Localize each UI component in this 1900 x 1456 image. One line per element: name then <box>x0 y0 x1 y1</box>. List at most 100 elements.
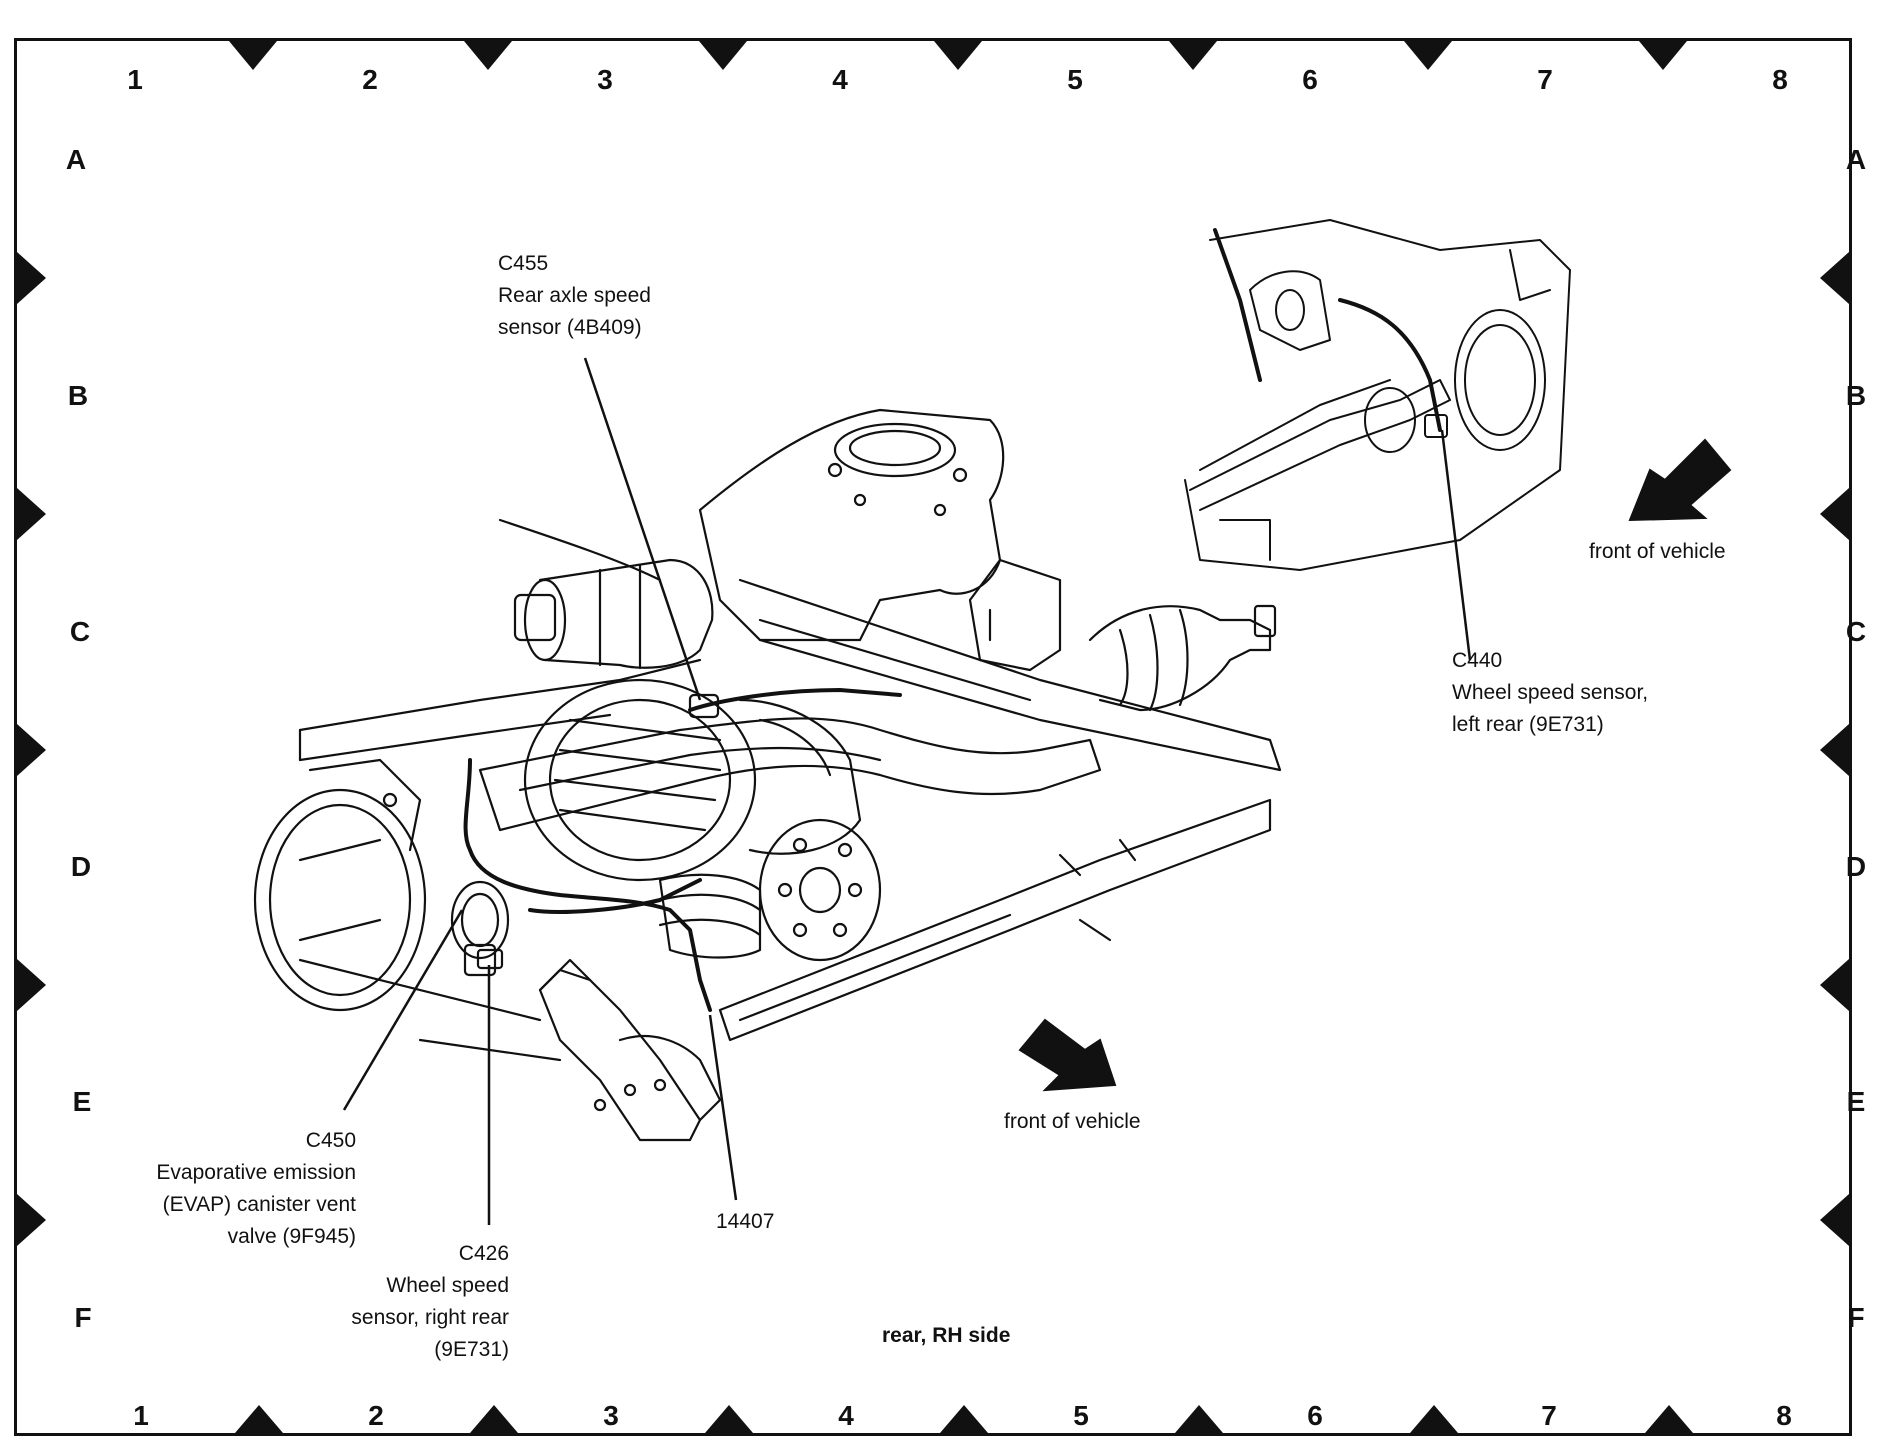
grid-col-top-6: 6 <box>1302 64 1318 95</box>
marker-left-2 <box>17 488 46 540</box>
leader-c440 <box>1440 429 1472 661</box>
rh-brake-backing <box>253 758 427 1012</box>
diagram-caption: rear, RH side <box>882 1324 1011 1347</box>
grid-row-right-a: A <box>1845 144 1867 175</box>
grid-row-right-f: F <box>1847 1302 1865 1333</box>
callout-c440: C440 Wheel speed sensor, left rear (9E73… <box>1452 645 1648 741</box>
grid-row-left-f: F <box>74 1302 92 1333</box>
callout-c450-line2: (EVAP) canister vent <box>162 1193 356 1216</box>
marker-bottom-6 <box>1410 1405 1458 1433</box>
inset-harness <box>1213 228 1442 432</box>
grid-markers <box>17 41 1849 1433</box>
inset-front-of-vehicle-label: front of vehicle <box>1589 540 1726 563</box>
marker-left-3 <box>17 724 46 776</box>
grid-col-top-1: 1 <box>127 64 143 95</box>
callout-c426-id: C426 <box>458 1242 509 1265</box>
grid-col-bottom-1: 1 <box>133 1400 149 1431</box>
front-arrow-inset <box>1628 438 1732 522</box>
grid-col-top-3: 3 <box>597 64 613 95</box>
marker-right-2 <box>1820 488 1849 540</box>
callout-c450: C450 Evaporative emission (EVAP) caniste… <box>156 1125 356 1253</box>
marker-left-1 <box>17 252 46 304</box>
grid-col-bottom-3: 3 <box>603 1400 619 1431</box>
rear-subframe-drawing <box>253 408 1282 1142</box>
grid-col-bottom-6: 6 <box>1307 1400 1323 1431</box>
marker-top-6 <box>1404 41 1452 70</box>
marker-top-3 <box>699 41 747 70</box>
leader-14407 <box>708 1014 738 1201</box>
arrow-main-icon <box>1018 1018 1117 1092</box>
diagram-frame <box>14 38 1852 1436</box>
marker-right-1 <box>1820 252 1849 304</box>
marker-top-5 <box>1169 41 1217 70</box>
leader-lines <box>342 357 1472 1225</box>
marker-right-5 <box>1820 1194 1849 1246</box>
callout-c450-id: C450 <box>305 1129 356 1152</box>
callout-c440-line1: Wheel speed sensor, <box>1452 681 1649 704</box>
main-front-of-vehicle-label: front of vehicle <box>1004 1110 1141 1133</box>
grid-row-right-b: B <box>1845 380 1867 411</box>
callout-c455-line1: Rear axle speed <box>498 284 651 307</box>
marker-left-4 <box>17 959 46 1011</box>
inset-sensor-connector <box>1424 414 1448 438</box>
grid-row-left-c: C <box>69 616 91 647</box>
grid-col-top-2: 2 <box>362 64 378 95</box>
callout-c455: C455 Rear axle speed sensor (4B409) <box>498 248 651 344</box>
marker-right-3 <box>1820 724 1849 776</box>
grid-col-bottom-8: 8 <box>1776 1400 1792 1431</box>
grid-col-top-7: 7 <box>1537 64 1553 95</box>
marker-right-4 <box>1820 959 1849 1011</box>
marker-top-4 <box>934 41 982 70</box>
callout-c426-line2: sensor, right rear <box>351 1306 509 1329</box>
callout-c450-line1: Evaporative emission <box>156 1161 356 1184</box>
front-arrow-main <box>1018 1018 1117 1092</box>
grid-col-bottom-2: 2 <box>368 1400 384 1431</box>
marker-top-1 <box>229 41 277 70</box>
grid-col-top-8: 8 <box>1772 64 1788 95</box>
callout-c426: C426 Wheel speed sensor, right rear (9E7… <box>351 1238 509 1366</box>
rear-axle-speed-sensor <box>688 693 720 719</box>
callout-c455-id: C455 <box>498 252 549 275</box>
grid-row-left-a: A <box>65 144 87 175</box>
grid-row-right-d: D <box>1845 851 1867 882</box>
callout-c450-line3: valve (9F945) <box>227 1225 356 1248</box>
callout-c426-line3: (9E731) <box>434 1338 509 1361</box>
grid-col-top-4: 4 <box>832 64 848 95</box>
inset-lh-rear-drawing <box>1184 219 1571 571</box>
halfshaft-cv-boot <box>1088 604 1277 712</box>
marker-bottom-7 <box>1645 1405 1693 1433</box>
grid-col-bottom-4: 4 <box>838 1400 854 1431</box>
marker-top-2 <box>464 41 512 70</box>
grid-row-left-d: D <box>70 851 92 882</box>
hub-flange <box>758 818 882 962</box>
callout-c440-id: C440 <box>1452 649 1503 672</box>
left-frame-rail <box>298 658 702 732</box>
callout-c426-line1: Wheel speed <box>386 1274 509 1297</box>
lower-bracket <box>538 958 702 1142</box>
spring-tower <box>698 408 1005 642</box>
wiring-harness-14407 <box>463 758 712 1012</box>
marker-top-7 <box>1639 41 1687 70</box>
rear-crossmember-tube <box>478 717 1102 832</box>
marker-bottom-2 <box>470 1405 518 1433</box>
marker-bottom-5 <box>1175 1405 1223 1433</box>
differential-housing <box>523 678 862 882</box>
front-frame-rail <box>718 798 1272 1042</box>
marker-bottom-3 <box>705 1405 753 1433</box>
evap-canister-vent-valve <box>450 880 510 977</box>
grid-row-left-b: B <box>67 380 89 411</box>
leader-c455 <box>583 357 702 701</box>
spring-seat <box>833 422 957 478</box>
diff-mount-cylinder <box>513 558 714 670</box>
marker-left-5 <box>17 1194 46 1246</box>
grid-row-right-c: C <box>1845 616 1867 647</box>
grid-row-right-e: E <box>1846 1086 1866 1117</box>
arrow-inset-icon <box>1628 438 1732 522</box>
callout-c455-line2: sensor (4B409) <box>498 316 642 339</box>
marker-bottom-1 <box>235 1405 283 1433</box>
inset-frame-rail <box>1189 379 1451 511</box>
leader-c450 <box>342 909 464 1111</box>
grid-col-top-5: 5 <box>1067 64 1083 95</box>
grid-row-left-e: E <box>72 1086 92 1117</box>
